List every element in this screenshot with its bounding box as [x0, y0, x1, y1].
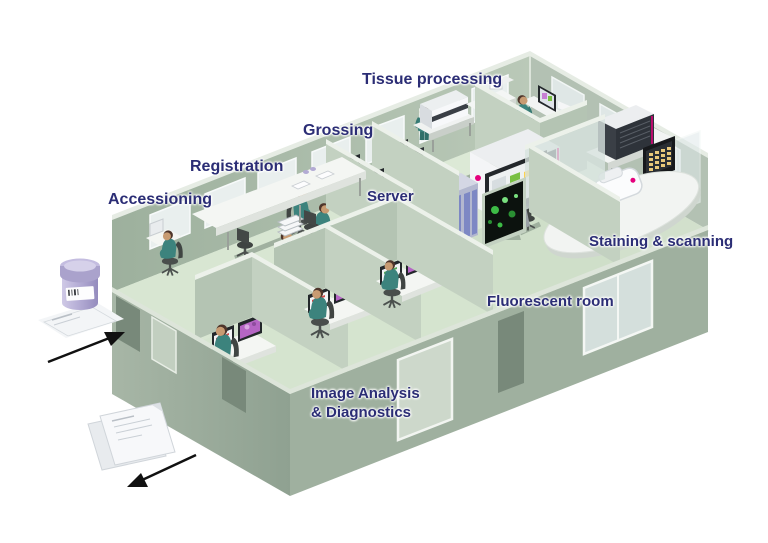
label-image-analysis-line1: Image Analysis — [311, 385, 420, 402]
wall-fluorescent-right — [529, 143, 620, 266]
accessioning-room — [146, 157, 366, 277]
front-right-exterior-wall — [290, 225, 708, 496]
image-analysis-cubicles — [208, 195, 493, 379]
label-accessioning: Accessioning — [108, 191, 213, 208]
front-left-exterior-wall — [112, 287, 290, 496]
entrance-door — [116, 296, 140, 352]
accessioning-table — [192, 157, 366, 250]
report-papers-icon — [87, 402, 176, 471]
specimen-tray-stack — [276, 214, 305, 237]
label-registration: Registration — [190, 158, 284, 175]
tissue-processor-machine — [413, 90, 474, 152]
label-grossing: Grossing — [303, 122, 374, 139]
sliding-window — [582, 259, 654, 356]
label-tissue-processing: Tissue processing — [362, 71, 503, 88]
label-image-analysis-line2: & Diagnostics — [311, 404, 412, 421]
arrow-report-out — [127, 453, 197, 487]
specimen-inbound — [38, 258, 125, 364]
fluorescent-screen — [482, 177, 526, 249]
specimen-jar-icon — [60, 258, 100, 310]
slide-stainer — [586, 105, 674, 184]
arrow-specimen-in — [47, 332, 125, 364]
reports-outbound — [87, 402, 197, 487]
label-fluorescent-room: Fluorescent room — [487, 293, 614, 310]
wall-registration-grossing — [372, 121, 459, 240]
label-server: Server — [367, 188, 414, 205]
label-staining-scanning: Staining & scanning — [589, 233, 734, 250]
